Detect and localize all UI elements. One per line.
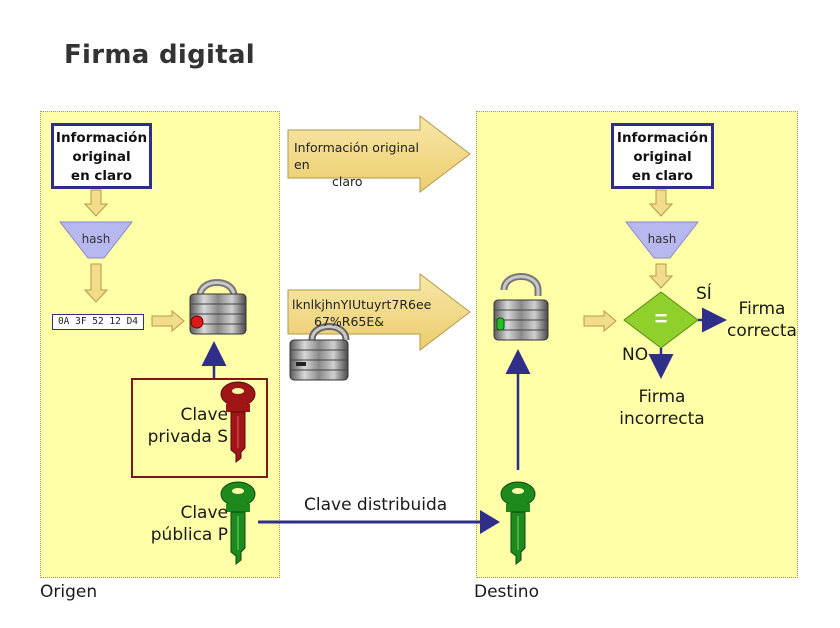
plain-info-transfer-arrow [287, 114, 471, 194]
destination-info-box: Información original en claro [611, 123, 714, 189]
cipher-text-label: lknlkjhnYIUtuyrt7R6ee 67%R65E& [292, 297, 432, 329]
distributed-key-arrow [258, 510, 500, 534]
origin-down-arrow-1 [83, 189, 109, 217]
origin-hash-label: hash [81, 232, 111, 246]
origin-hash-funnel [58, 221, 134, 259]
origin-label: Origen [40, 582, 98, 602]
destination-down-arrow-2 [648, 263, 674, 289]
destination-hash-funnel [624, 221, 700, 259]
distributed-key-label: Clave distribuida [304, 495, 448, 515]
private-key-frame [131, 378, 268, 478]
yes-label: SÍ [696, 284, 712, 304]
incorrect-signature-label: Firma incorrecta [619, 387, 705, 429]
destination-padlock-icon [493, 273, 549, 341]
destination-hash-label: hash [647, 232, 677, 246]
compare-symbol: = [654, 306, 668, 331]
origin-right-arrow [151, 309, 185, 333]
transfer-padlock-icon [289, 323, 350, 381]
private-key-label: Clave privada S [147, 405, 228, 447]
destination-public-key-icon [500, 481, 536, 566]
destination-right-arrow [583, 309, 617, 333]
destination-label: Destino [474, 582, 539, 602]
page-title: Firma digital [64, 40, 256, 70]
origin-public-key-icon [220, 481, 256, 566]
origin-padlock-icon [189, 279, 247, 335]
destination-down-arrow-1 [648, 189, 674, 217]
private-key-icon [220, 381, 256, 464]
public-key-label: Clave pública P [150, 503, 228, 545]
plain-info-transfer-label: Información original en claro [294, 140, 420, 189]
correct-signature-label: Firma correcta [727, 299, 797, 341]
origin-down-arrow-2 [83, 263, 109, 303]
no-label: NO [622, 345, 649, 365]
origin-digest: 0A 3F 52 12 D4 [52, 314, 144, 330]
origin-info-box: Información original en claro [51, 123, 152, 189]
